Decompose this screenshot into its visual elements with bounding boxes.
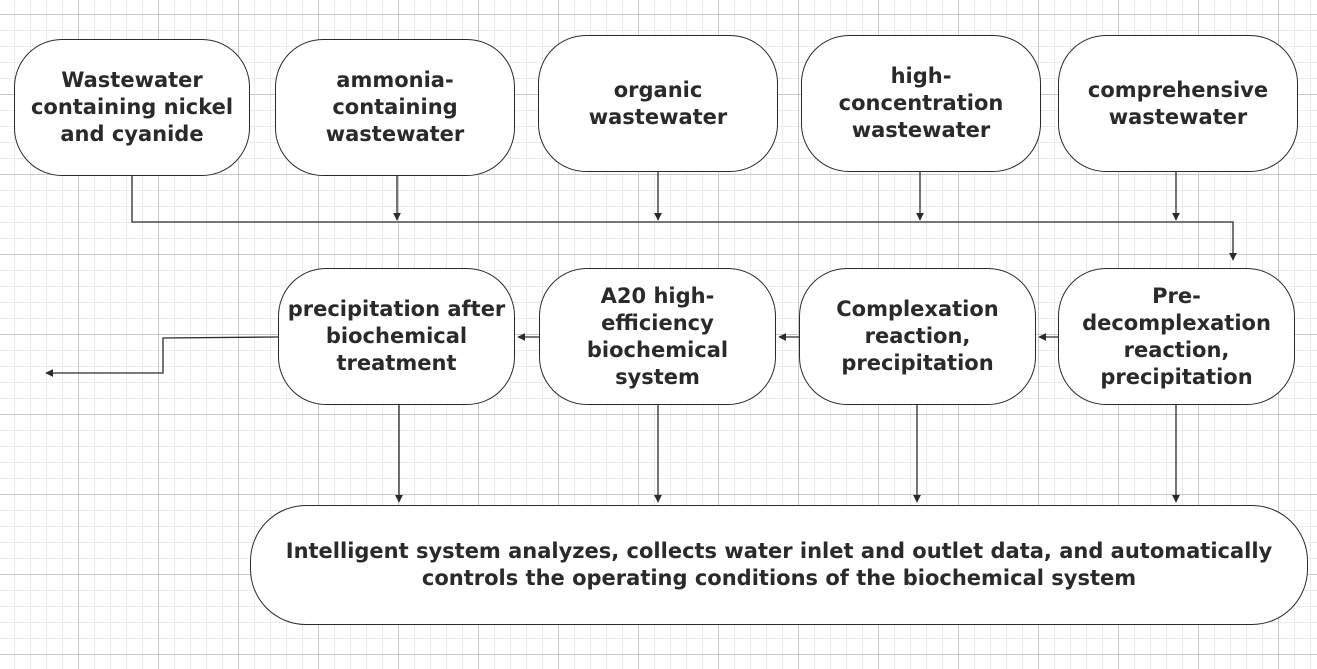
node-label: comprehensive wastewater bbox=[1087, 77, 1269, 129]
node-label: Wastewater containing nickel and cyanide bbox=[30, 68, 234, 146]
node-label: Intelligent system analyzes, collects wa… bbox=[285, 539, 1273, 590]
node-label: organic wastewater bbox=[588, 77, 728, 129]
node-comprehensive-wastewater: comprehensive wastewater bbox=[1058, 35, 1298, 172]
node-intelligent-control-system: Intelligent system analyzes, collects wa… bbox=[250, 505, 1308, 625]
node-label: Pre-decomplexation reaction, precipitati… bbox=[1082, 283, 1271, 389]
node-high-concentration-wastewater: high-concentration wastewater bbox=[801, 35, 1041, 172]
node-nickel-cyanide-wastewater: Wastewater containing nickel and cyanide bbox=[14, 39, 250, 176]
node-ammonia-wastewater: ammonia-containing wastewater bbox=[275, 39, 515, 176]
arrow-precip-outlet bbox=[45, 336, 279, 377]
node-precipitation-after-biochemical: precipitation after biochemical treatmen… bbox=[278, 268, 515, 405]
node-complexation: Complexation reaction, precipitation bbox=[799, 268, 1036, 405]
node-label: Complexation reaction, precipitation bbox=[836, 297, 999, 375]
node-organic-wastewater: organic wastewater bbox=[538, 35, 778, 172]
node-label: precipitation after biochemical treatmen… bbox=[287, 297, 506, 375]
node-label: high-concentration wastewater bbox=[838, 64, 1004, 142]
node-label: A20 high-efficiency biochemical system bbox=[586, 283, 729, 389]
node-label: ammonia-containing wastewater bbox=[325, 68, 465, 146]
node-pre-decomplexation: Pre-decomplexation reaction, precipitati… bbox=[1058, 268, 1295, 405]
collector-line bbox=[131, 176, 1237, 261]
node-a20-biochemical-system: A20 high-efficiency biochemical system bbox=[539, 268, 776, 405]
